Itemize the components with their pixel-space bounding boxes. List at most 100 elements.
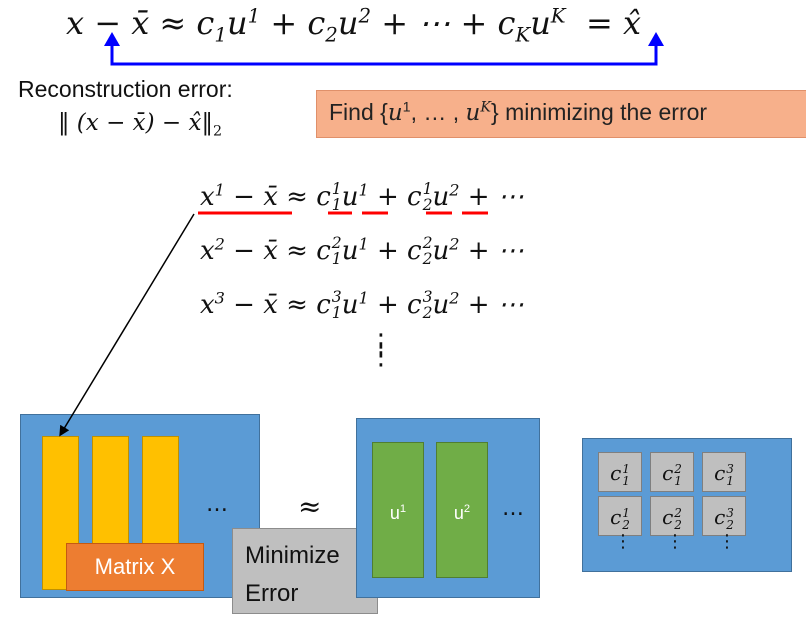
top-eq-uK-sup: K <box>550 4 566 28</box>
find-box-uK: u <box>465 100 481 126</box>
coef-vdots-2-glyph: ⋮ <box>666 531 684 552</box>
top-eq-c1-sub: 1 <box>214 23 227 47</box>
coef-1-3-base: c <box>714 461 726 485</box>
basis-ellipsis: … <box>502 496 524 521</box>
u2-base: u <box>453 503 464 523</box>
top-eq-equals: = <box>585 4 613 42</box>
find-basis-box: Find {u1, … , uK} minimizing the error <box>316 90 806 138</box>
eq2-rest: − x̄ ≈ <box>224 236 317 266</box>
top-eq-lhs: x − x̄ <box>66 4 150 42</box>
eq1-c2-sup: 1 <box>422 180 433 199</box>
eq1-c1-sup: 1 <box>331 180 342 199</box>
u1-base: u <box>389 503 400 523</box>
eq2-u2: u <box>432 236 450 266</box>
find-box-uK-sup: K <box>480 99 492 116</box>
eq2-x-sup: 2 <box>214 234 225 254</box>
eq3-c2-sub: 2 <box>422 304 433 322</box>
top-eq-u1-sup: 1 <box>247 4 261 28</box>
coef-vdots-1: ⋮ <box>614 533 632 551</box>
eq2-plus: + <box>368 236 408 266</box>
find-box-suffix: } minimizing the error <box>491 99 708 125</box>
eq2-c2-sub: 2 <box>422 250 433 268</box>
vdots-2: ⋮ <box>368 341 394 371</box>
eq3-u1-sup: 1 <box>358 288 369 308</box>
eq2-c2-sup: 2 <box>422 234 433 253</box>
approx-symbol: ≈ <box>298 490 322 523</box>
eq3-x-sup: 3 <box>214 288 225 308</box>
u2-sup: 2 <box>463 503 471 515</box>
eq3-c1: c <box>316 290 331 320</box>
coef-1-1-sup: 1 <box>622 461 630 476</box>
top-eq-cK-sub: K <box>515 23 531 47</box>
top-eq-plus: + <box>270 4 298 42</box>
find-box-u1-sup: 1 <box>402 99 411 116</box>
eq2-u1: u <box>341 236 359 266</box>
coef-1-2-base: c <box>662 461 674 485</box>
eq1-u2: u <box>432 182 450 212</box>
eq2-c1: c <box>316 236 331 266</box>
reconstruction-error-label: Reconstruction error: <box>18 76 233 102</box>
u1-sup: 1 <box>399 503 407 515</box>
eq3-u2: u <box>432 290 450 320</box>
matrix-x-ellipsis: … <box>206 492 228 517</box>
eq3-plus: + <box>368 290 408 320</box>
minimize-line-2: Error <box>245 580 299 607</box>
top-eq-c2: c <box>307 4 326 42</box>
basis-column-u2: u2 <box>436 442 488 578</box>
eq1-rest: − x̄ ≈ <box>224 182 317 212</box>
eq3-u2-sup: 2 <box>449 288 460 308</box>
eq3-rest: − x̄ ≈ <box>224 290 317 320</box>
top-eq-approx: ≈ <box>159 4 187 42</box>
find-box-middle: , … , <box>410 99 466 125</box>
eq3-tail: + ⋯ <box>459 290 524 320</box>
coef-2-3-base: c <box>714 505 726 529</box>
eq1-tail: + ⋯ <box>459 182 524 212</box>
top-eq-cK: c <box>497 4 516 42</box>
eq2-c1-sub: 1 <box>331 250 342 268</box>
coef-2-1-sup: 1 <box>622 505 630 520</box>
coef-1-2-sub: 1 <box>674 473 682 488</box>
eq2-c2: c <box>407 236 422 266</box>
matrix-x-label: Matrix X <box>66 543 204 591</box>
reconstruction-formula-text: ‖ (x − x̄) − x̂‖ <box>58 110 213 136</box>
top-eq-c2-sub: 2 <box>325 23 338 47</box>
eq2-u1-sup: 1 <box>358 234 369 254</box>
coef-2-3-sub: 2 <box>726 517 734 532</box>
eq1-c1: c <box>316 182 331 212</box>
find-box-prefix: Find { <box>329 99 388 125</box>
top-eq-u1: u <box>226 4 248 42</box>
coef-vdots-2: ⋮ <box>666 531 684 552</box>
reconstruction-formula-sub: 2 <box>212 123 223 140</box>
coef-1-3-sup: 3 <box>726 461 734 476</box>
top-bracket-arrowhead-right <box>648 32 664 46</box>
coef-2-2-sup: 2 <box>674 505 682 520</box>
eq1-u1-sup: 1 <box>358 180 369 200</box>
top-eq-c1: c <box>196 4 215 42</box>
coef-1-1-base: c <box>610 461 622 485</box>
top-bracket-arrow <box>110 44 658 66</box>
coef-2-2-sub: 2 <box>674 517 682 532</box>
reconstruction-error-formula: ‖ (x − x̄) − x̂‖2 <box>58 110 222 139</box>
eq3-c1-sub: 1 <box>331 304 342 322</box>
eq1-c1-sub: 1 <box>331 196 342 214</box>
top-eq-u2: u <box>337 4 359 42</box>
eq2-tail: + ⋯ <box>459 236 524 266</box>
coef-2-2-base: c <box>662 505 674 529</box>
eq1-u2-sup: 2 <box>449 180 460 200</box>
coef-2-1-sub: 2 <box>622 517 630 532</box>
coef-1-3-sub: 1 <box>726 473 734 488</box>
coef-1-2-sup: 2 <box>674 461 682 476</box>
eq1-u1: u <box>341 182 359 212</box>
eq1-plus: + <box>368 182 408 212</box>
top-eq-ellipsis: + ⋯ + <box>381 4 488 42</box>
eq1-x: x <box>200 182 215 212</box>
basis-column-u1: u1 <box>372 442 424 578</box>
eq3-x: x <box>200 290 215 320</box>
